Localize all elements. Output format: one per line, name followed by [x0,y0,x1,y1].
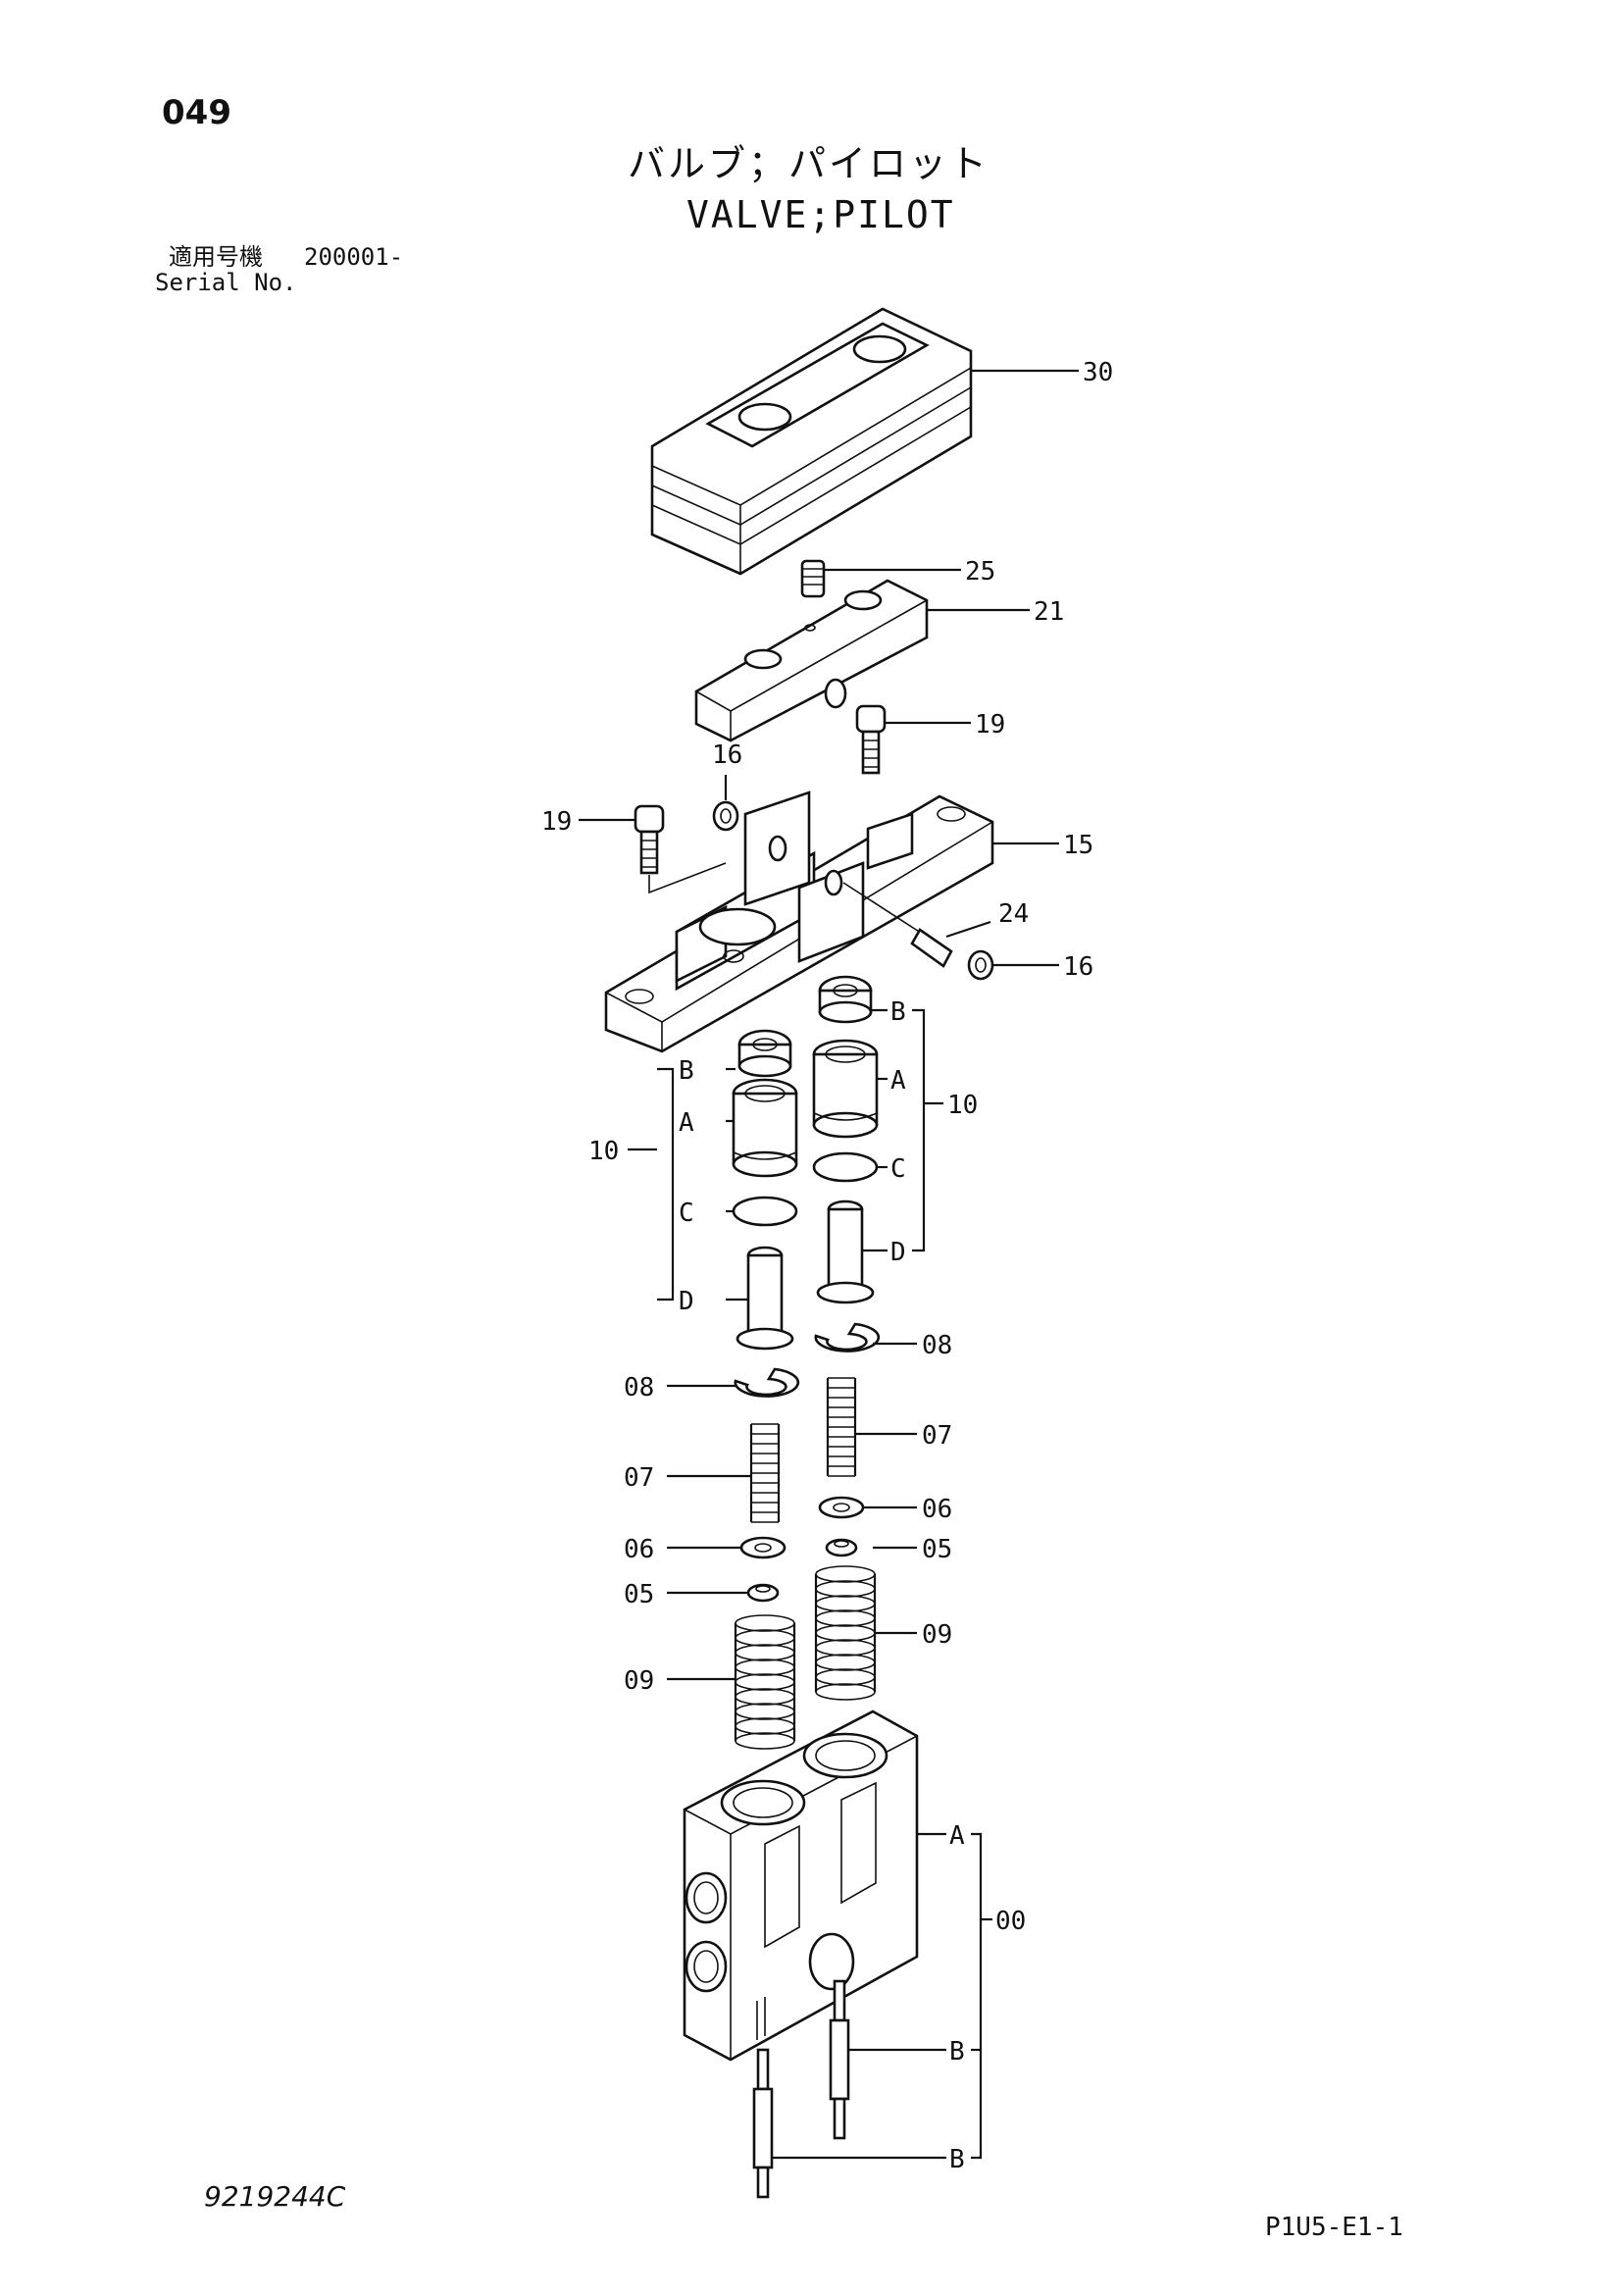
spring-seat-right [814,1322,917,1352]
callout-b-body-1: B [949,2037,965,2066]
return-spring-left [667,1423,781,1523]
callout-08-left: 08 [624,1373,654,1403]
boot-cover-part [650,307,1079,576]
callout-00: 00 [995,1907,1026,1936]
valve-body-part [683,1709,946,2062]
serial-number-range: 200001- [304,243,404,271]
stem-left [752,2048,946,2199]
callout-19-left: 19 [541,807,572,837]
balance-spring-left [667,1614,796,1750]
callout-05-right: 05 [922,1535,952,1564]
shim-right [825,1538,917,1557]
title-japanese: バルブ；パイロット [628,142,990,185]
washer-right [818,1496,917,1519]
callout-b-left: B [679,1056,694,1086]
callout-d-right: D [890,1238,906,1267]
washer-left [667,1536,787,1559]
callout-07-left: 07 [624,1463,654,1493]
set-screw-part [800,559,961,598]
callout-16-right: 16 [1063,952,1093,982]
callout-10-left: 10 [588,1137,619,1166]
callout-30: 30 [1083,358,1113,387]
pusher-assembly-right [812,975,943,1304]
casing-plate-part [604,791,1059,1053]
callout-25: 25 [965,557,995,587]
oring-part-right [967,949,1059,981]
callout-16-top: 16 [712,740,742,770]
callout-a-right: A [890,1066,906,1096]
pin-part [842,882,991,968]
callout-b-body-2: B [949,2145,965,2174]
callout-10-right: 10 [947,1091,978,1120]
callout-15: 15 [1063,831,1093,860]
callout-19-right: 19 [975,710,1005,740]
callout-00-bracket [971,1832,983,2160]
sheet-code: P1U5-E1-1 [1265,2213,1403,2242]
drawing-number: 9219244C [204,2180,346,2213]
title-english: VALVE;PILOT [686,193,955,236]
callout-08-right: 08 [922,1331,952,1360]
callout-b-right: B [890,997,906,1027]
oring-part-top [712,775,739,832]
pusher-assembly-left [628,1029,798,1351]
serial-label-japanese: 適用号機 [169,243,263,271]
bolt-part-left [579,804,727,894]
callout-06-left: 06 [624,1535,654,1564]
callout-21: 21 [1034,597,1064,627]
balance-spring-right [814,1565,917,1701]
stem-right [829,1979,946,2140]
callout-09-left: 09 [624,1666,654,1696]
callout-c-right: C [890,1154,906,1184]
callout-a-left: A [679,1108,694,1138]
callout-09-right: 09 [922,1620,952,1650]
callout-a-body: A [949,1821,965,1851]
callout-c-left: C [679,1199,694,1228]
serial-label-english: Serial No. [155,269,297,296]
callout-06-right: 06 [922,1495,952,1524]
plate-part [694,579,1030,742]
spring-seat-left [667,1367,800,1398]
callout-24: 24 [998,899,1029,929]
callout-05-left: 05 [624,1580,654,1609]
return-spring-right [826,1377,917,1477]
callout-07-right: 07 [922,1421,952,1451]
bolt-part-right [855,704,971,775]
callout-d-left: D [679,1287,694,1316]
page-number: 049 [162,93,231,132]
shim-left [667,1583,780,1603]
